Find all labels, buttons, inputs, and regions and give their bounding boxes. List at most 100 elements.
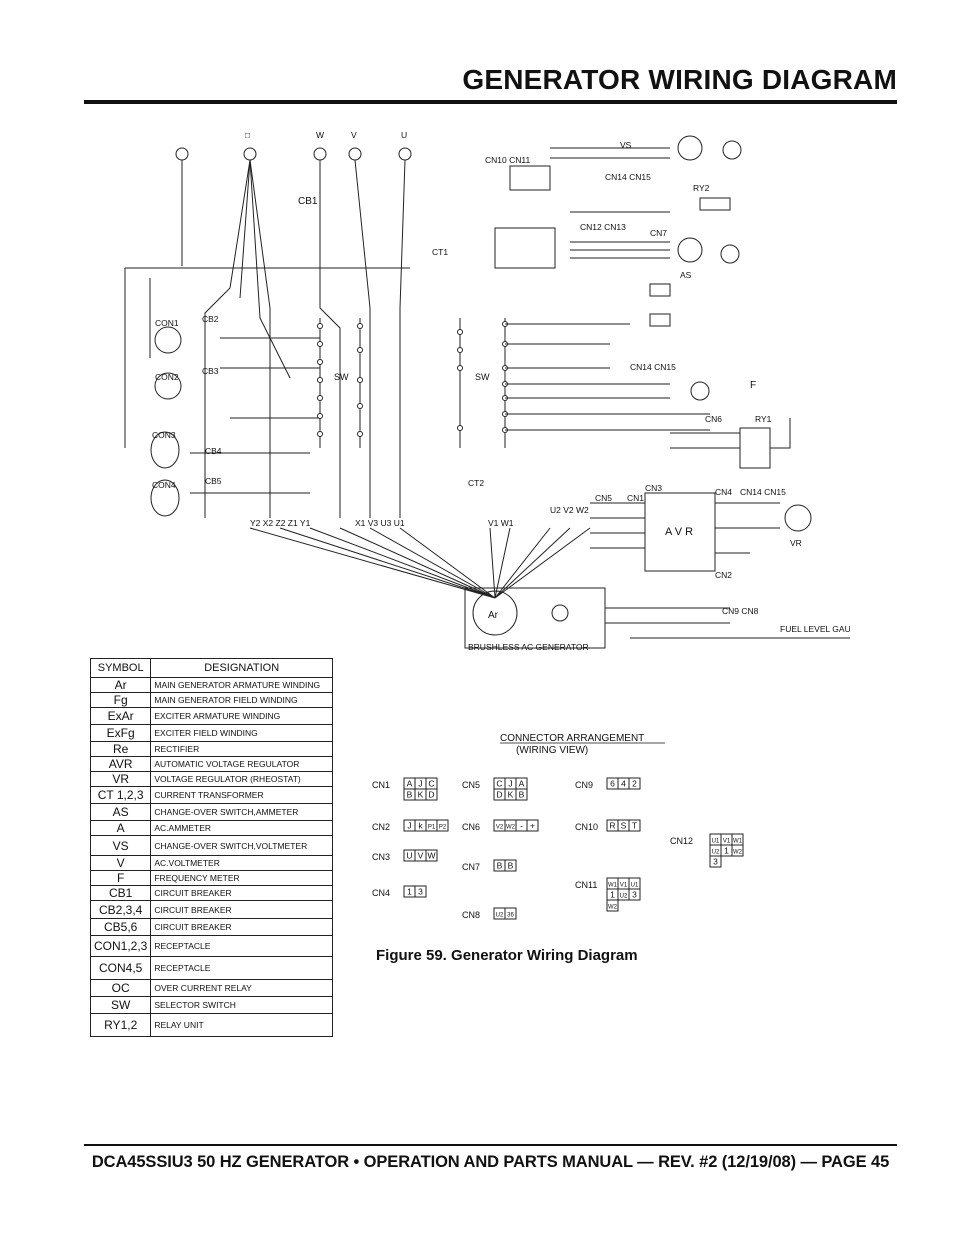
- connector-pin: [628, 777, 641, 790]
- connector-label: CN3: [372, 852, 390, 862]
- svg-text:VR: VR: [790, 538, 802, 548]
- svg-text:U2 V2 W2: U2 V2 W2: [550, 505, 589, 515]
- svg-text:VS: VS: [620, 140, 632, 150]
- symbol-cell: CON1,2,3: [89, 935, 152, 957]
- svg-text:BRUSHLESS AC GENERATOR: BRUSHLESS AC GENERATOR: [468, 642, 589, 652]
- connector-label: CN10: [575, 822, 598, 832]
- footer-rule: [84, 1144, 897, 1146]
- symbol-cell: AVR: [89, 756, 152, 772]
- symbol-cell: Re: [89, 741, 152, 757]
- connector-pin-label: 3: [418, 887, 423, 897]
- connector-pin-label: J: [418, 779, 422, 789]
- designation-cell: VOLTAGE REGULATOR (RHEOSTAT): [150, 771, 333, 787]
- connector-pin: [606, 899, 619, 912]
- connector-label: CN4: [372, 888, 390, 898]
- symbol-cell: CB5,6: [89, 918, 152, 936]
- connector-pin: [526, 819, 539, 832]
- svg-text:CN14 CN15: CN14 CN15: [740, 487, 786, 497]
- connector-pin-label: U: [406, 851, 412, 861]
- connector-pin-label: W1: [608, 883, 618, 889]
- connector-pin: [628, 888, 641, 901]
- svg-text:RY2: RY2: [693, 183, 710, 193]
- connector-pin-label: V1: [620, 883, 628, 889]
- connector-pin-label: P1: [428, 825, 436, 831]
- page-title: GENERATOR WIRING DIAGRAM: [462, 64, 897, 95]
- connector-pin-label: 2: [632, 779, 637, 789]
- connector-pin-label: J: [508, 779, 512, 789]
- svg-text:FUEL LEVEL GAUGE: FUEL LEVEL GAUGE: [780, 624, 850, 634]
- connector-pin-label: -: [520, 821, 523, 831]
- connector-pin-label: U1: [631, 883, 639, 889]
- svg-text:CT2: CT2: [468, 478, 484, 488]
- connector-pin-label: K: [508, 790, 514, 800]
- connector-pin-label: C: [428, 779, 434, 789]
- designation-cell: FREQUENCY METER: [150, 870, 333, 886]
- connector-label: CN9: [575, 780, 593, 790]
- symbol-cell: VR: [89, 771, 152, 787]
- connector-pin: [731, 844, 744, 857]
- designation-cell: RECEPTACLE: [150, 935, 333, 957]
- svg-text:SW: SW: [334, 372, 349, 382]
- connector-pin: [628, 819, 641, 832]
- svg-text:CN12 CN13: CN12 CN13: [580, 222, 626, 232]
- designation-cell: CHANGE-OVER SWITCH,VOLTMETER: [150, 835, 333, 856]
- designation-cell: AUTOMATIC VOLTAGE REGULATOR: [150, 756, 333, 772]
- connector-pin-label: A: [407, 779, 413, 789]
- connector-pin-label: V: [418, 851, 424, 861]
- table-header-designation: DESIGNATION: [150, 658, 333, 678]
- svg-text:F: F: [750, 380, 756, 391]
- connector-pin-label: V1: [723, 839, 731, 845]
- designation-cell: EXCITER ARMATURE WINDING: [150, 707, 333, 725]
- connector-pin-label: B: [519, 790, 525, 800]
- connector-pin-label: 3: [713, 857, 718, 867]
- connector-label: CN8: [462, 910, 480, 920]
- connector-pin-label: W2: [506, 825, 516, 831]
- connector-pin: [515, 788, 528, 801]
- connector-pin-label: 1: [724, 846, 729, 856]
- symbol-cell: F: [89, 870, 152, 886]
- terminal-label: □: [245, 130, 250, 140]
- connector-title: CONNECTOR ARRANGEMENT: [500, 733, 644, 744]
- symbol-cell: RY1,2: [89, 1013, 152, 1037]
- connector-pin-label: U1: [712, 839, 720, 845]
- connector-pin: [425, 788, 438, 801]
- connector-pin: [436, 819, 449, 832]
- connector-pin: [504, 907, 517, 920]
- connector-pin-label: 4: [621, 779, 626, 789]
- connector-label: CN11: [575, 880, 597, 890]
- svg-text:RY1: RY1: [755, 414, 772, 424]
- connector-pin-label: W2: [608, 905, 618, 911]
- symbol-cell: Ar: [89, 677, 152, 693]
- connector-label: CN6: [462, 822, 480, 832]
- connector-pin-label: U2: [620, 894, 628, 900]
- svg-text:V1 W1: V1 W1: [488, 518, 514, 528]
- header-rule: [84, 100, 897, 104]
- svg-text:W: W: [316, 130, 324, 140]
- connector-label: CN12: [670, 836, 693, 846]
- designation-cell: MAIN GENERATOR FIELD WINDING: [150, 692, 333, 708]
- connector-label: CN1: [372, 780, 390, 790]
- svg-text:CON1: CON1: [155, 318, 179, 328]
- svg-text:Ar: Ar: [488, 610, 499, 621]
- symbol-cell: CB1: [89, 885, 152, 901]
- figure-caption: Figure 59. Generator Wiring Diagram: [376, 947, 638, 964]
- svg-text:A V R: A V R: [665, 526, 693, 538]
- svg-text:V: V: [351, 130, 357, 140]
- designation-cell: MAIN GENERATOR ARMATURE WINDING: [150, 677, 333, 693]
- connector-pin-label: W1: [733, 839, 743, 845]
- svg-text:X1 V3 U3 U1: X1 V3 U3 U1: [355, 518, 405, 528]
- svg-text:CN3: CN3: [645, 483, 662, 493]
- svg-text:Y2 X2 Z2 Z1 Y1: Y2 X2 Z2 Z1 Y1: [250, 518, 311, 528]
- svg-text:CN5: CN5: [595, 493, 612, 503]
- designation-cell: CHANGE-OVER SWITCH,AMMETER: [150, 803, 333, 821]
- svg-text:CN10 CN11: CN10 CN11: [485, 155, 530, 165]
